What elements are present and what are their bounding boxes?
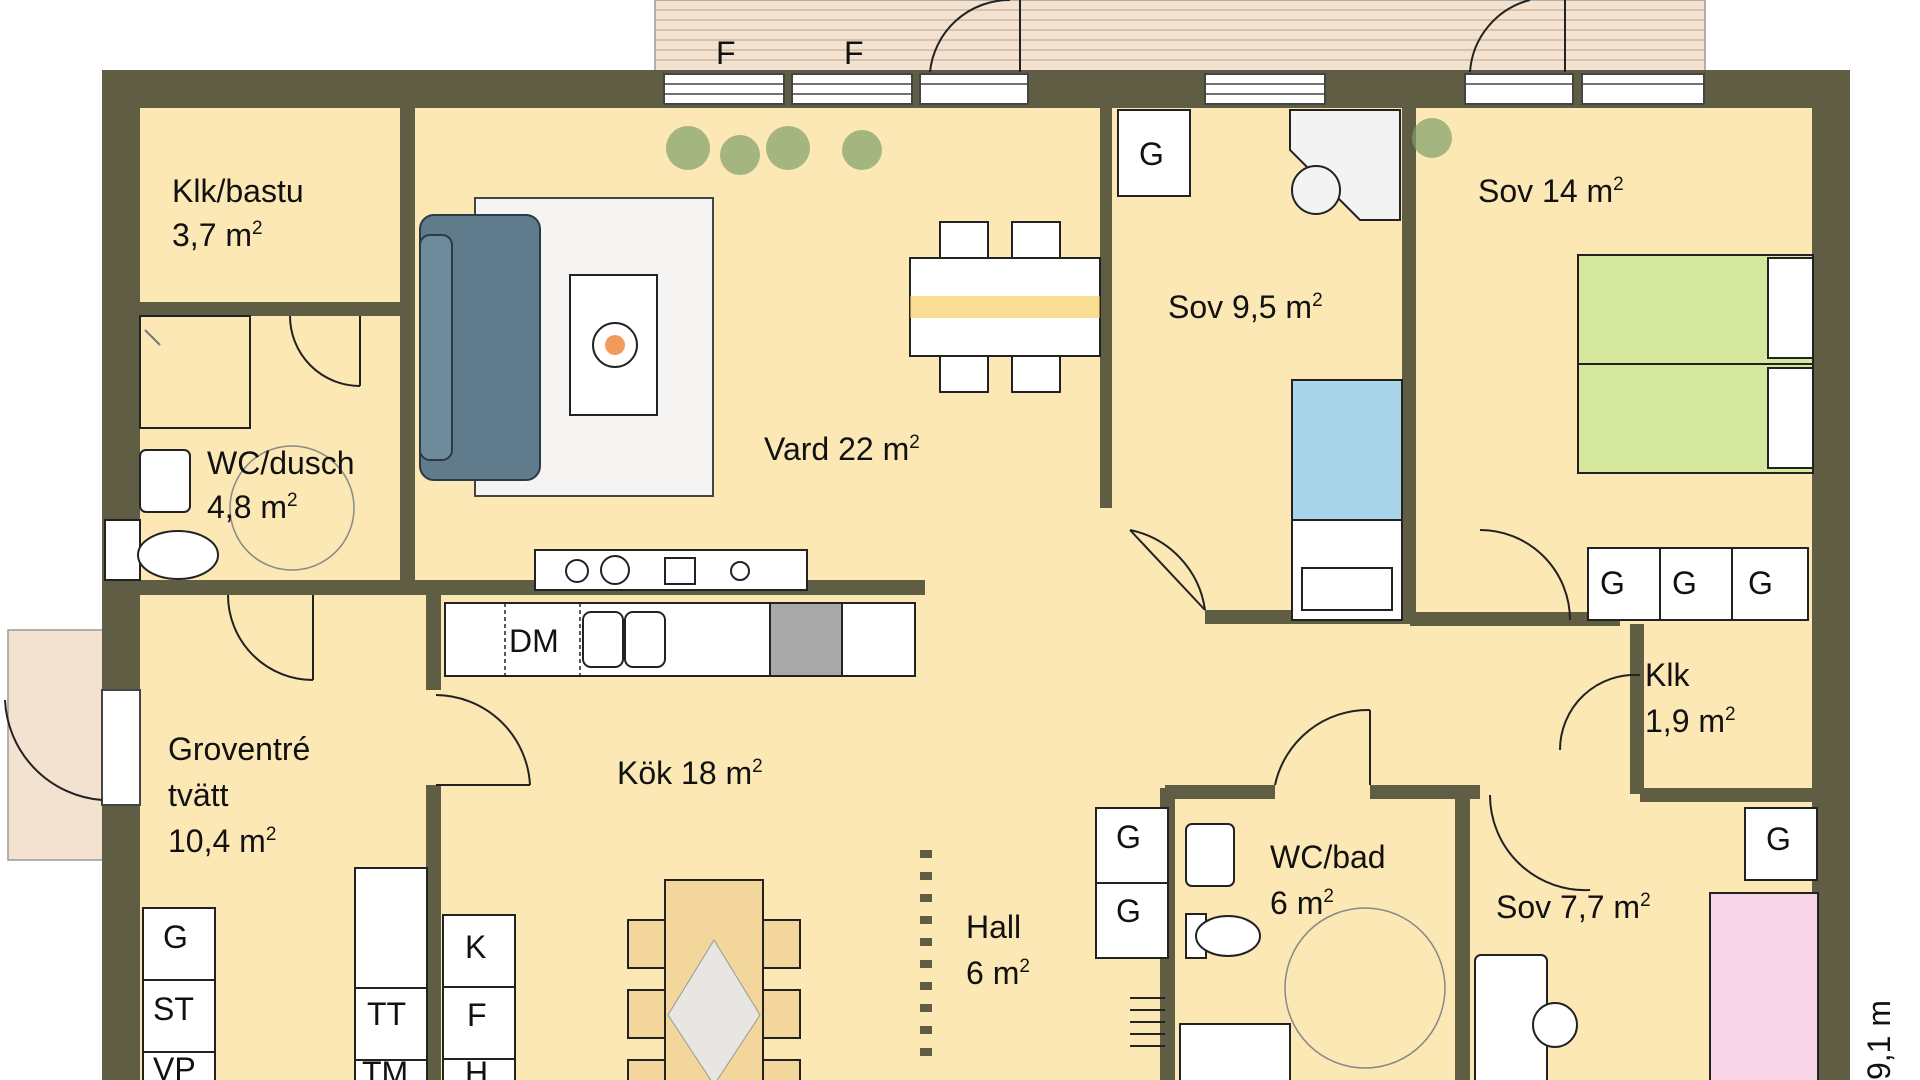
- dimension-label: 9,1 m: [1861, 1000, 1897, 1080]
- appliance-label-vp: VP: [153, 1051, 196, 1080]
- desk-chair-icon: [1289, 109, 1401, 221]
- dishwasher-label: DM: [509, 623, 559, 659]
- room-name2-groventre: tvätt: [168, 777, 229, 813]
- room-name-hall: Hall: [966, 909, 1021, 945]
- bed-icon: [1291, 379, 1403, 621]
- appliance-label-tt: TT: [367, 996, 406, 1032]
- room-area-wc-dusch: 4,8 m2: [207, 489, 298, 525]
- appliance-label-tm: TM: [362, 1055, 408, 1080]
- windows: [101, 73, 1705, 806]
- room-area-klk-bastu: 3,7 m2: [172, 217, 263, 253]
- entry-door-arc: [4, 699, 103, 801]
- room-area-wc-bad: 6 m2: [1270, 885, 1334, 921]
- sofa-icon: [419, 214, 541, 481]
- bed-icon: [1577, 254, 1814, 474]
- wardrobe-label-g: G: [163, 919, 188, 955]
- toilet-icon: [1185, 913, 1261, 959]
- room-name-kok: Kök 18 m2: [617, 755, 763, 791]
- sink-icon: [1185, 823, 1235, 887]
- appliance-label-h: H: [465, 1055, 488, 1080]
- laundry-column: [142, 867, 516, 1080]
- wardrobe-label-g: G: [1766, 821, 1791, 857]
- dining-table-icon: [627, 879, 801, 1080]
- appliance-label-st: ST: [153, 991, 194, 1027]
- wardrobe-label-g: G: [1600, 565, 1625, 601]
- stove-icon: [534, 549, 808, 591]
- plant-icon: [666, 118, 1452, 175]
- toilet-icon: [104, 519, 219, 581]
- wardrobe-row: [1587, 547, 1809, 621]
- appliance-g-box: [1117, 109, 1191, 197]
- room-name-groventre: Groventré: [168, 731, 310, 767]
- room-name-vard: Vard 22 m2: [764, 431, 920, 467]
- terrace: [654, 0, 1706, 73]
- stair-icon: [1130, 997, 1165, 1047]
- bed-icon: [1709, 892, 1819, 1080]
- desk-chair-icon: [1474, 954, 1578, 1080]
- shower-icon: [139, 315, 251, 429]
- wardrobe-label-g: G: [1672, 565, 1697, 601]
- appliance-label-k: K: [465, 929, 486, 965]
- wardrobe-label-g: G: [1116, 819, 1141, 855]
- appliance-label-f: F: [467, 997, 487, 1033]
- room-name-sov-14: Sov 14 m2: [1478, 173, 1624, 209]
- wardrobe-label-g: G: [1748, 565, 1773, 601]
- room-area-hall: 6 m2: [966, 955, 1030, 991]
- room-area-groventre: 10,4 m2: [168, 823, 276, 859]
- entry-porch: [7, 629, 104, 861]
- window-label-f: F: [716, 35, 736, 71]
- hall-divider: [920, 850, 932, 1056]
- room-name-sov-7: Sov 7,7 m2: [1496, 889, 1651, 925]
- kitchen-counter: [444, 602, 916, 677]
- room-area-klk: 1,9 m2: [1645, 703, 1736, 739]
- door-arc: [1469, 0, 1531, 73]
- room-name-klk-bastu: Klk/bastu: [172, 173, 304, 209]
- room-name-klk: Klk: [1645, 657, 1690, 693]
- room-name-wc-dusch: WC/dusch: [207, 445, 355, 481]
- wardrobe-label-g: G: [1116, 893, 1141, 929]
- window-label-f: F: [844, 35, 864, 71]
- wardrobe-label-g: G: [1139, 136, 1164, 172]
- room-name-wc-bad: WC/bad: [1270, 839, 1386, 875]
- door-arcs: [227, 315, 1641, 892]
- room-name-sov-9: Sov 9,5 m2: [1168, 289, 1323, 325]
- sink-icon: [139, 449, 191, 513]
- door-arc: [929, 0, 1010, 73]
- dining-table-icon: [909, 221, 1101, 393]
